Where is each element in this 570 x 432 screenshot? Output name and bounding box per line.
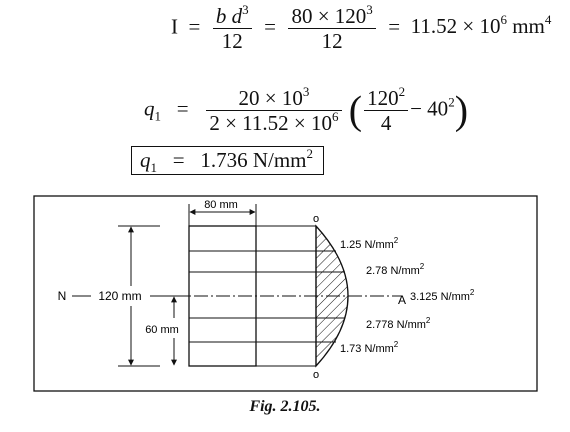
numeric-inertia-fraction: 80 × 1203 12 xyxy=(288,3,376,53)
inertia-symbol: I xyxy=(171,14,178,39)
half-depth-label: 60 mm xyxy=(145,324,179,336)
stress-label-3: 3.125 N/mm2 xyxy=(410,288,475,303)
point-A-label: A xyxy=(398,293,406,307)
bd3-over-12-fraction: b d3 12 xyxy=(212,3,252,53)
stress-label-2: 2.78 N/mm2 xyxy=(366,262,425,277)
stress-label-1: 1.25 N/mm2 xyxy=(340,236,399,251)
inertia-result: 11.52 × 106 mm4 xyxy=(410,12,552,39)
shear-stress-diagram: 80 mm 60 mm N 120 mm o o A 1.25 N/mm2 2.… xyxy=(33,195,538,392)
inertia-equation: I = b d3 12 = 80 × 1203 12 = 11.52 × 106… xyxy=(171,2,552,53)
inner-fraction: 1202 4 xyxy=(364,85,409,135)
width-label: 80 mm xyxy=(204,199,238,211)
stress-label-5: 1.73 N/mm2 xyxy=(340,340,399,355)
bottom-zero-label: o xyxy=(313,369,319,381)
shear-stress-result: q1 = 1.736 N/mm2 xyxy=(131,146,325,175)
shear-force-fraction: 20 × 103 2 × 11.52 × 106 xyxy=(206,85,342,135)
figure-frame xyxy=(33,195,538,392)
depth-label: 120 mm xyxy=(98,289,141,303)
shear-stress-expression: q1 = 20 × 103 2 × 11.52 × 106 ( 1202 4 −… xyxy=(144,84,469,135)
figure-caption: Fig. 2.105. xyxy=(249,398,321,415)
top-zero-label: o xyxy=(313,213,319,225)
stress-label-4: 2.778 N/mm2 xyxy=(366,316,431,331)
neutral-axis-N-label: N xyxy=(58,289,67,303)
result-box: q1 = 1.736 N/mm2 xyxy=(131,146,325,175)
parabolic-stress-distribution xyxy=(315,224,349,368)
